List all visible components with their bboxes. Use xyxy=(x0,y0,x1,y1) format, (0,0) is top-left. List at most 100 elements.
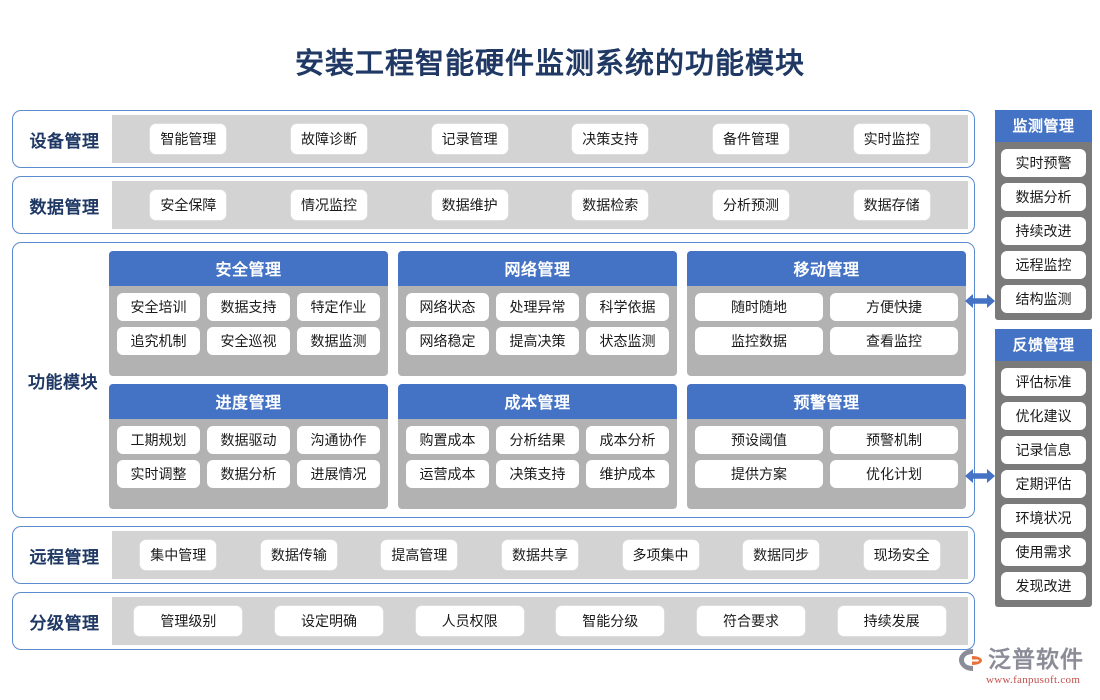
chip-item[interactable]: 智能管理 xyxy=(150,124,227,154)
chip-item[interactable]: 设定明确 xyxy=(274,606,383,636)
side-panel-item[interactable]: 发现改进 xyxy=(1001,572,1086,600)
side-panel-item[interactable]: 记录信息 xyxy=(1001,436,1086,464)
module-chip[interactable]: 网络状态 xyxy=(406,293,489,321)
chip-item[interactable]: 提高管理 xyxy=(381,540,458,570)
module-chip[interactable]: 方便快捷 xyxy=(830,293,958,321)
module-chip[interactable]: 工期规划 xyxy=(117,426,200,454)
band-chip-strip: 管理级别 设定明确 人员权限 智能分级 符合要求 持续发展 xyxy=(112,597,968,645)
chip-item[interactable]: 智能分级 xyxy=(556,606,665,636)
band-chip-strip: 安全保障 情况监控 数据维护 数据检索 分析预测 数据存储 xyxy=(112,181,968,229)
module-chip[interactable]: 数据支持 xyxy=(207,293,290,321)
chip-item[interactable]: 实时监控 xyxy=(853,124,930,154)
module-progress-management: 进度管理 工期规划 数据驱动 沟通协作 实时调整 数据分析 进展情况 xyxy=(109,384,388,509)
chip-item[interactable]: 多项集中 xyxy=(622,540,699,570)
chip-item[interactable]: 数据传输 xyxy=(260,540,337,570)
side-panel-item[interactable]: 评估标准 xyxy=(1001,368,1086,396)
module-chip[interactable]: 追究机制 xyxy=(117,327,200,355)
module-row: 提供方案 优化计划 xyxy=(695,460,958,488)
module-chip[interactable]: 安全巡视 xyxy=(207,327,290,355)
module-chip[interactable]: 预设阈值 xyxy=(695,426,823,454)
module-chip[interactable]: 成本分析 xyxy=(586,426,669,454)
side-panel-feedback-management: 反馈管理 评估标准 优化建议 记录信息 定期评估 环境状况 使用需求 发现改进 xyxy=(995,329,1092,607)
module-chip[interactable]: 提高决策 xyxy=(496,327,579,355)
side-panel-title: 监测管理 xyxy=(995,110,1092,142)
module-early-warning-management: 预警管理 预设阈值 预警机制 提供方案 优化计划 xyxy=(687,384,966,509)
double-arrow-icon xyxy=(963,290,997,312)
chip-item[interactable]: 管理级别 xyxy=(134,606,243,636)
side-panel-item[interactable]: 实时预警 xyxy=(1001,149,1086,177)
chip-item[interactable]: 人员权限 xyxy=(415,606,524,636)
chip-item[interactable]: 数据共享 xyxy=(501,540,578,570)
module-chip[interactable]: 数据驱动 xyxy=(207,426,290,454)
side-panel-item[interactable]: 持续改进 xyxy=(1001,217,1086,245)
module-body: 随时随地 方便快捷 监控数据 查看监控 xyxy=(687,286,966,376)
module-row: 安全培训 数据支持 特定作业 xyxy=(117,293,380,321)
module-chip[interactable]: 监控数据 xyxy=(695,327,823,355)
side-panel-item[interactable]: 数据分析 xyxy=(1001,183,1086,211)
chip-item[interactable]: 数据同步 xyxy=(743,540,820,570)
module-title: 预警管理 xyxy=(687,384,966,419)
left-column: 设备管理 智能管理 故障诊断 记录管理 决策支持 备件管理 实时监控 数据管理 … xyxy=(12,110,975,650)
module-chip[interactable]: 状态监测 xyxy=(586,327,669,355)
chip-item[interactable]: 情况监控 xyxy=(290,190,367,220)
module-row: 追究机制 安全巡视 数据监测 xyxy=(117,327,380,355)
module-chip[interactable]: 沟通协作 xyxy=(297,426,380,454)
logo-url-text: www.fanpusoft.com xyxy=(986,674,1081,686)
side-panel-divider xyxy=(995,320,1092,329)
module-chip[interactable]: 特定作业 xyxy=(297,293,380,321)
module-body: 网络状态 处理异常 科学依据 网络稳定 提高决策 状态监测 xyxy=(398,286,677,376)
module-chip[interactable]: 决策支持 xyxy=(496,460,579,488)
module-chip[interactable]: 安全培训 xyxy=(117,293,200,321)
side-panel-item[interactable]: 远程监控 xyxy=(1001,251,1086,279)
module-chip[interactable]: 维护成本 xyxy=(586,460,669,488)
fanpu-logo-icon xyxy=(959,649,982,671)
module-chip[interactable]: 查看监控 xyxy=(830,327,958,355)
module-chip[interactable]: 数据分析 xyxy=(207,460,290,488)
module-chip[interactable]: 网络稳定 xyxy=(406,327,489,355)
band-label: 数据管理 xyxy=(29,197,100,217)
chip-item[interactable]: 持续发展 xyxy=(837,606,946,636)
chip-item[interactable]: 现场安全 xyxy=(863,540,940,570)
brand-logo: 泛普软件 www.fanpusoft.com xyxy=(958,646,1090,692)
chip-item[interactable]: 安全保障 xyxy=(150,190,227,220)
side-panel-monitoring-management: 监测管理 实时预警 数据分析 持续改进 远程监控 结构监测 xyxy=(995,110,1092,320)
module-chip[interactable]: 分析结果 xyxy=(496,426,579,454)
right-column: 监测管理 实时预警 数据分析 持续改进 远程监控 结构监测 反馈管理 评估标准 … xyxy=(995,110,1092,607)
chip-item[interactable]: 集中管理 xyxy=(140,540,217,570)
band-chip-strip: 智能管理 故障诊断 记录管理 决策支持 备件管理 实时监控 xyxy=(112,115,968,163)
chip-item[interactable]: 故障诊断 xyxy=(290,124,367,154)
module-safety-management: 安全管理 安全培训 数据支持 特定作业 追究机制 安全巡视 数据监测 xyxy=(109,251,388,376)
chip-item[interactable]: 数据检索 xyxy=(572,190,649,220)
module-chip[interactable]: 运营成本 xyxy=(406,460,489,488)
module-chip[interactable]: 实时调整 xyxy=(117,460,200,488)
chip-item[interactable]: 备件管理 xyxy=(712,124,789,154)
module-chip[interactable]: 进展情况 xyxy=(297,460,380,488)
module-chip[interactable]: 购置成本 xyxy=(406,426,489,454)
module-chip[interactable]: 优化计划 xyxy=(830,460,958,488)
module-chip[interactable]: 科学依据 xyxy=(586,293,669,321)
function-modules-label: 功能模块 xyxy=(28,372,98,392)
module-mobile-management: 移动管理 随时随地 方便快捷 监控数据 查看监控 xyxy=(687,251,966,376)
chip-item[interactable]: 数据存储 xyxy=(853,190,930,220)
page-title: 安装工程智能硬件监测系统的功能模块 xyxy=(294,48,805,80)
chip-item[interactable]: 数据维护 xyxy=(431,190,508,220)
chip-item[interactable]: 符合要求 xyxy=(696,606,805,636)
band-equipment-management: 设备管理 智能管理 故障诊断 记录管理 决策支持 备件管理 实时监控 xyxy=(12,110,975,168)
side-panel-item[interactable]: 结构监测 xyxy=(1001,285,1086,313)
side-panel-item[interactable]: 环境状况 xyxy=(1001,504,1086,532)
side-panel-item[interactable]: 使用需求 xyxy=(1001,538,1086,566)
module-chip[interactable]: 预警机制 xyxy=(830,426,958,454)
module-body: 预设阈值 预警机制 提供方案 优化计划 xyxy=(687,419,966,509)
side-panel-item[interactable]: 优化建议 xyxy=(1001,402,1086,430)
module-row: 网络状态 处理异常 科学依据 xyxy=(406,293,669,321)
side-panel-item[interactable]: 定期评估 xyxy=(1001,470,1086,498)
chip-item[interactable]: 决策支持 xyxy=(572,124,649,154)
module-chip[interactable]: 随时随地 xyxy=(695,293,823,321)
module-chip[interactable]: 提供方案 xyxy=(695,460,823,488)
module-chip[interactable]: 处理异常 xyxy=(496,293,579,321)
function-modules-grid: 安全管理 安全培训 数据支持 特定作业 追究机制 安全巡视 数据监测 xyxy=(109,251,966,509)
module-chip[interactable]: 数据监测 xyxy=(297,327,380,355)
chip-item[interactable]: 分析预测 xyxy=(712,190,789,220)
function-modules-panel: 功能模块 安全管理 安全培训 数据支持 特定作业 追究机制 安全巡视 数据监测 xyxy=(12,242,975,518)
chip-item[interactable]: 记录管理 xyxy=(431,124,508,154)
